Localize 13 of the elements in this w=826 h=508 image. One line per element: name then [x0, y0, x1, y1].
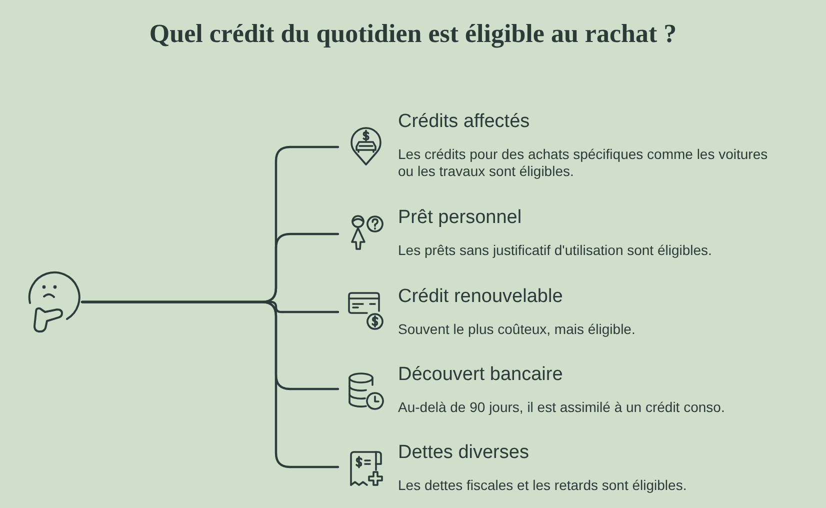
title: Quel crédit du quotidien est éligible au rachat ?	[149, 18, 677, 50]
item-heading: Découvert bancaire	[398, 363, 563, 387]
item-description: Les dettes fiscales et les retards sont éligibles.	[398, 477, 688, 494]
item-description: Souvent le plus coûteux, mais éligible.	[398, 321, 636, 338]
item-heading: Prêt personnel	[398, 206, 522, 230]
item-description: Les crédits pour des achats spécifiques comme les voitures ou les travaux sont éligibles.	[398, 146, 769, 180]
item-heading: Crédits affectés	[398, 110, 530, 134]
item-description: Au-delà de 90 jours, il est assimilé à un crédit conso.	[398, 399, 726, 416]
connector-line	[80, 300, 340, 468]
item-description: Les prêts sans justificatif d'utilisation sont éligibles.	[398, 242, 713, 259]
thinking-face-icon	[26, 270, 82, 334]
item-heading: Dettes diverses	[398, 441, 529, 465]
item-heading: Crédit renouvelable	[398, 285, 563, 309]
